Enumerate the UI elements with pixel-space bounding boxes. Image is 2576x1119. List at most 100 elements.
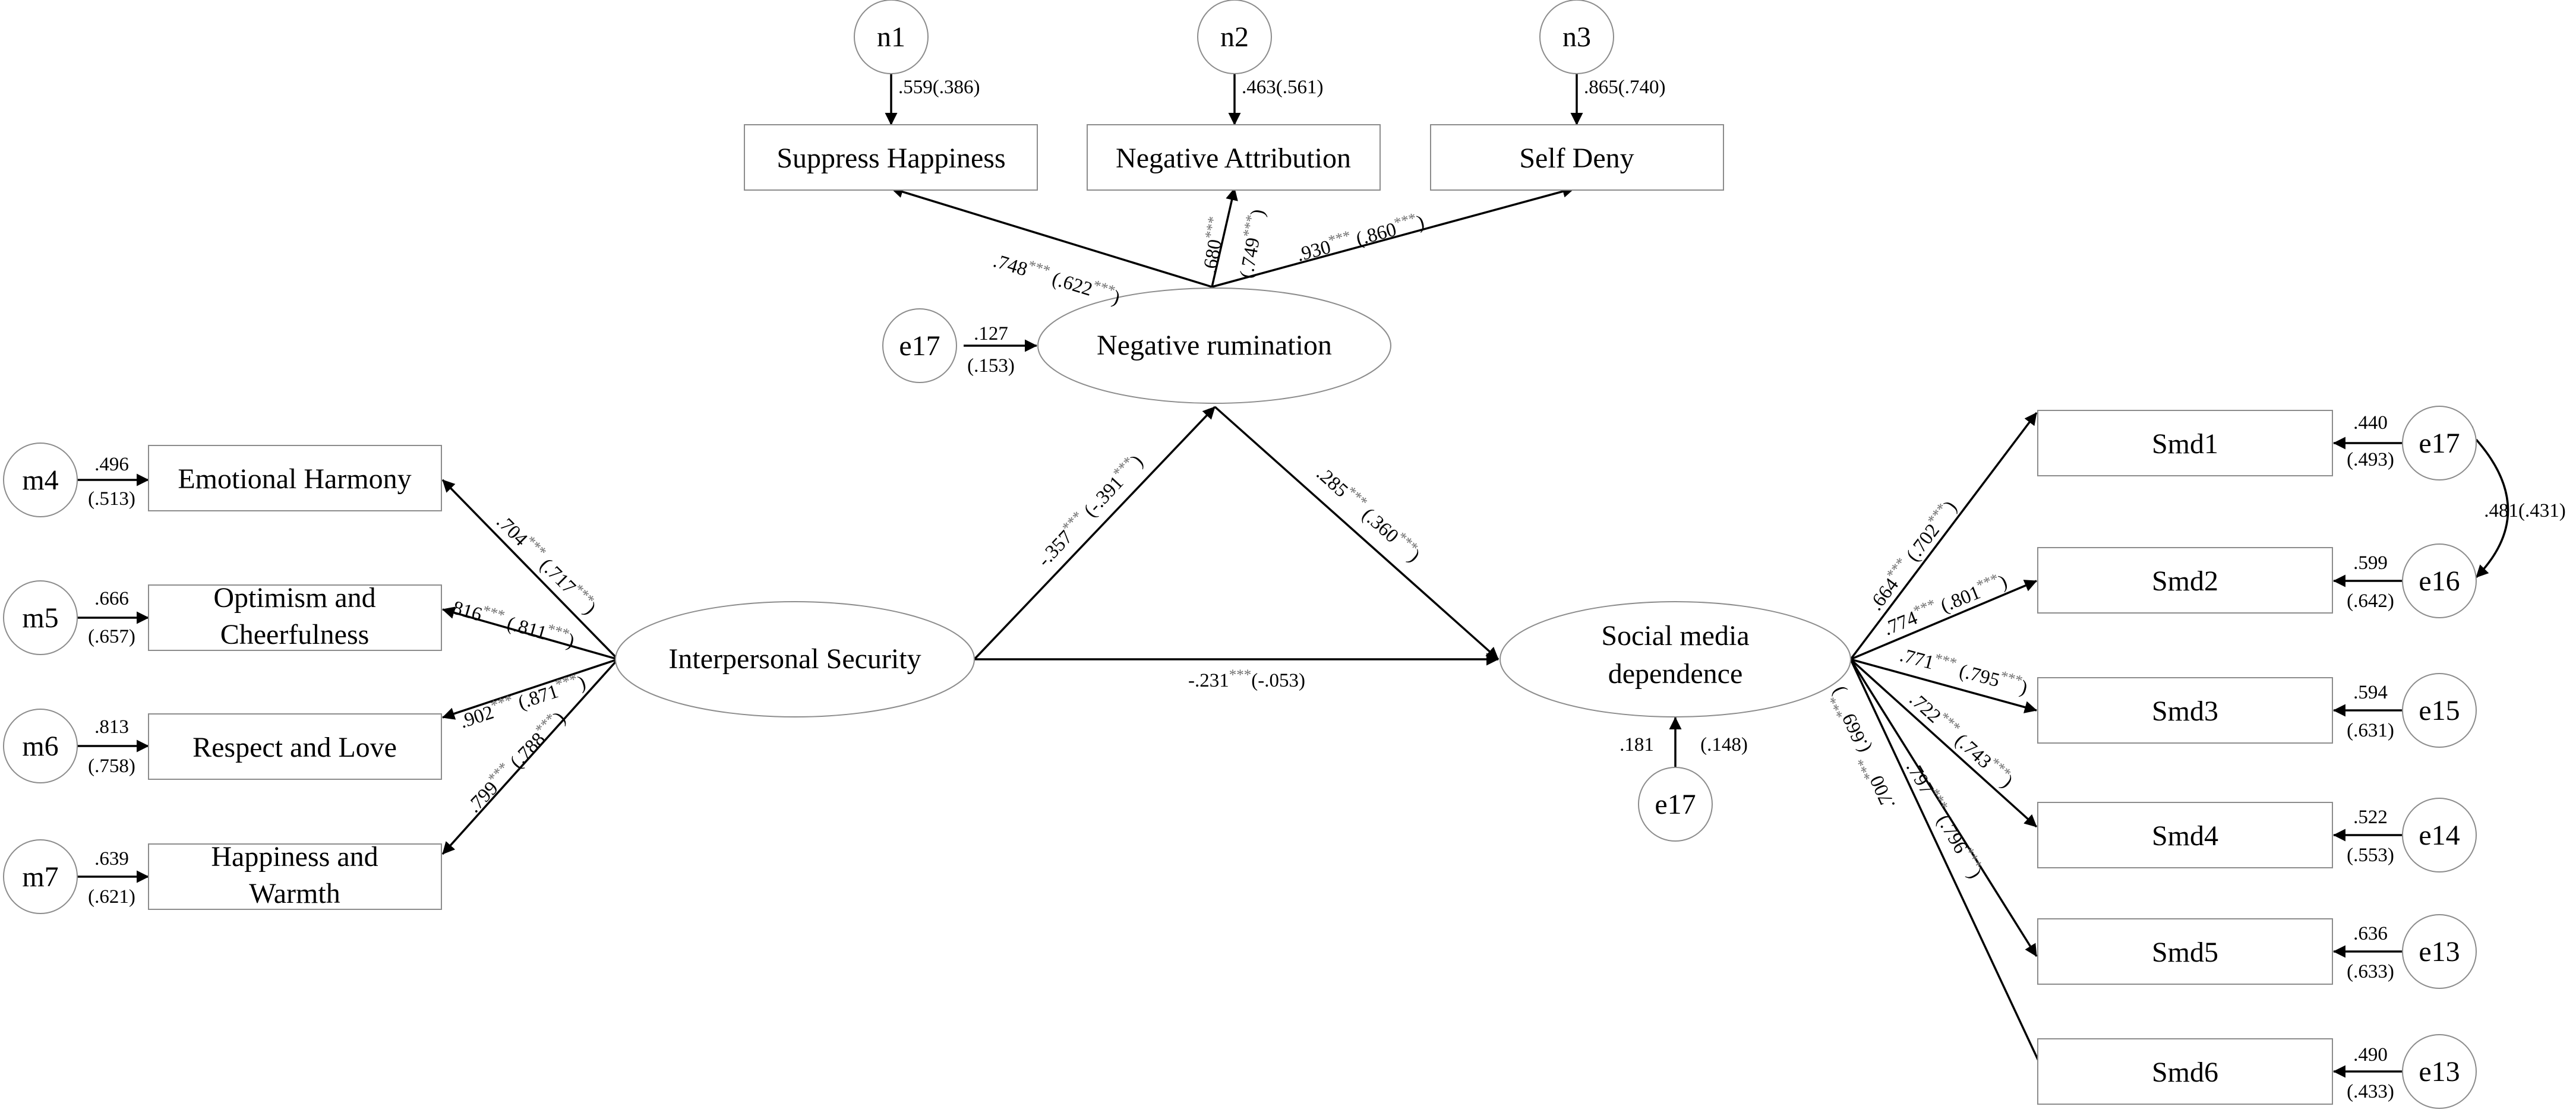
- loading-social-media-right: (.148): [1700, 734, 1748, 756]
- label-social-media-line2: dependence: [1608, 658, 1743, 690]
- loading-smd2-bottom: (.642): [2347, 590, 2394, 612]
- label-smd1: Smd1: [2152, 428, 2218, 460]
- label-m5: m5: [22, 602, 58, 634]
- coef-negative-attribution-std: (.749***): [1233, 207, 1270, 280]
- box-smd1: [2037, 410, 2333, 476]
- label-smd6: Smd6: [2152, 1057, 2218, 1088]
- label-smd5: Smd5: [2152, 937, 2218, 968]
- label-smd2: Smd2: [2152, 565, 2218, 597]
- circle-m6: [3, 709, 78, 783]
- box-smd2: [2037, 547, 2333, 614]
- label-self-deny: Self Deny: [1519, 143, 1634, 174]
- loading-n2: .463(.561): [1242, 77, 1323, 98]
- edge-smd-6: [1849, 659, 2050, 1083]
- loading-smd5-top: .636: [2353, 923, 2388, 944]
- edge-security-happiness: [441, 658, 619, 855]
- circle-e14: [2402, 798, 2477, 873]
- ellipse-social-media-dependence: [1499, 601, 1851, 717]
- label-e15: e15: [2419, 695, 2460, 726]
- edge-smd-2: [1850, 580, 2037, 660]
- edge-smd-1: [1849, 412, 2038, 660]
- loading-social-media-left: .181: [1620, 734, 1654, 756]
- coef-emotional-harmony: .704*** (.717***): [492, 509, 602, 619]
- loading-n1: .559(.386): [898, 77, 980, 98]
- circle-m7: [3, 839, 78, 914]
- edge-rumination-self-deny: [1211, 185, 1576, 288]
- coef-negative-attribution: .680***: [1197, 215, 1230, 275]
- latent-variables: Negative rumination Interpersonal Securi…: [615, 287, 1851, 717]
- circle-n3: [1539, 0, 1614, 74]
- error-loading-labels: .559(.386) .463(.561) .865(.740) .127 (.…: [88, 77, 2566, 1102]
- coef-rumination-social-media: .285*** (.360***): [1312, 460, 1426, 566]
- label-negative-rumination: Negative rumination: [1097, 330, 1332, 361]
- loading-rumination-top: .127: [974, 323, 1008, 344]
- loading-smd1-top: .440: [2353, 412, 2388, 434]
- loading-smd3-top: .594: [2353, 682, 2388, 703]
- loading-m5-top: .666: [94, 588, 129, 609]
- edge-rumination-suppress-happiness: [890, 185, 1213, 288]
- loading-m7-bottom: (.621): [88, 886, 135, 908]
- label-e16: e16: [2419, 565, 2460, 597]
- label-e13-b: e13: [2419, 1056, 2460, 1088]
- box-smd4: [2037, 802, 2333, 868]
- loading-m4-bottom: (.513): [88, 488, 135, 510]
- box-respect-love: [148, 713, 442, 780]
- label-e17-rumination: e17: [899, 330, 940, 362]
- edge-smd-5: [1849, 659, 2038, 957]
- coef-security-social-media: -.231***(-.053): [1188, 667, 1305, 691]
- box-emotional-harmony: [148, 445, 442, 511]
- ellipse-interpersonal-security: [615, 601, 975, 717]
- label-interpersonal-security: Interpersonal Security: [668, 643, 921, 675]
- loading-rumination-bottom: (.153): [967, 355, 1015, 377]
- loading-m6-top: .813: [94, 716, 129, 738]
- loading-smd1-bottom: (.493): [2347, 449, 2394, 470]
- label-e13-a: e13: [2419, 936, 2460, 968]
- label-n1: n1: [877, 21, 905, 53]
- circle-m5: [3, 580, 78, 655]
- label-smd4: Smd4: [2152, 820, 2218, 852]
- circle-e17-rumination: [882, 308, 957, 383]
- edges: [76, 74, 2509, 1083]
- coef-self-deny: .930*** (.860***): [1293, 208, 1426, 266]
- edge-smd-4: [1849, 658, 2038, 828]
- circle-e16: [2402, 543, 2477, 618]
- label-optimism-line1: Optimism and: [213, 582, 375, 614]
- box-happiness: [148, 843, 442, 910]
- box-negative-attribution: [1087, 124, 1381, 191]
- label-e14: e14: [2419, 820, 2460, 851]
- label-social-media-line1: Social media: [1601, 620, 1749, 652]
- box-suppress-happiness: [744, 124, 1038, 191]
- indicator-boxes: Suppress Happiness Negative Attribution …: [148, 124, 2333, 1105]
- circle-n2: [1197, 0, 1272, 74]
- circle-e13-a: [2402, 914, 2477, 989]
- edge-smd-3: [1850, 658, 2038, 713]
- coef-optimism: .816*** (.811***): [446, 593, 577, 652]
- label-e17-social-media: e17: [1655, 789, 1696, 820]
- box-optimism: [148, 584, 442, 651]
- label-emotional-harmony: Emotional Harmony: [178, 463, 411, 495]
- label-suppress-happiness: Suppress Happiness: [776, 143, 1005, 174]
- ellipse-negative-rumination: [1037, 287, 1391, 404]
- edge-security-rumination: [973, 406, 1216, 660]
- covariance-label: .481(.431): [2484, 500, 2565, 521]
- label-m6: m6: [22, 731, 58, 762]
- loading-smd5-bottom: (.633): [2347, 961, 2394, 982]
- edge-security-emotional-harmony: [441, 479, 619, 660]
- covariance-e17-e16: [2463, 426, 2509, 579]
- label-negative-attribution: Negative Attribution: [1116, 143, 1351, 174]
- circle-e17-smd1: [2402, 406, 2477, 481]
- coef-suppress-happiness: .748*** (.622***): [991, 247, 1123, 309]
- loading-smd6-bottom: (.433): [2347, 1081, 2394, 1102]
- coef-smd2: .774*** (.801***): [1880, 568, 2010, 640]
- label-m4: m4: [22, 464, 58, 496]
- loading-smd6-top: .490: [2353, 1044, 2388, 1066]
- label-e17-smd1: e17: [2419, 428, 2460, 459]
- label-n2: n2: [1220, 21, 1249, 53]
- loading-smd3-bottom: (.631): [2347, 720, 2394, 741]
- loading-m5-bottom: (.657): [88, 626, 135, 647]
- loading-n3: .865(.740): [1584, 77, 1665, 98]
- box-smd6: [2037, 1038, 2333, 1105]
- circle-e15: [2402, 673, 2477, 748]
- edge-security-respect-love: [442, 658, 618, 720]
